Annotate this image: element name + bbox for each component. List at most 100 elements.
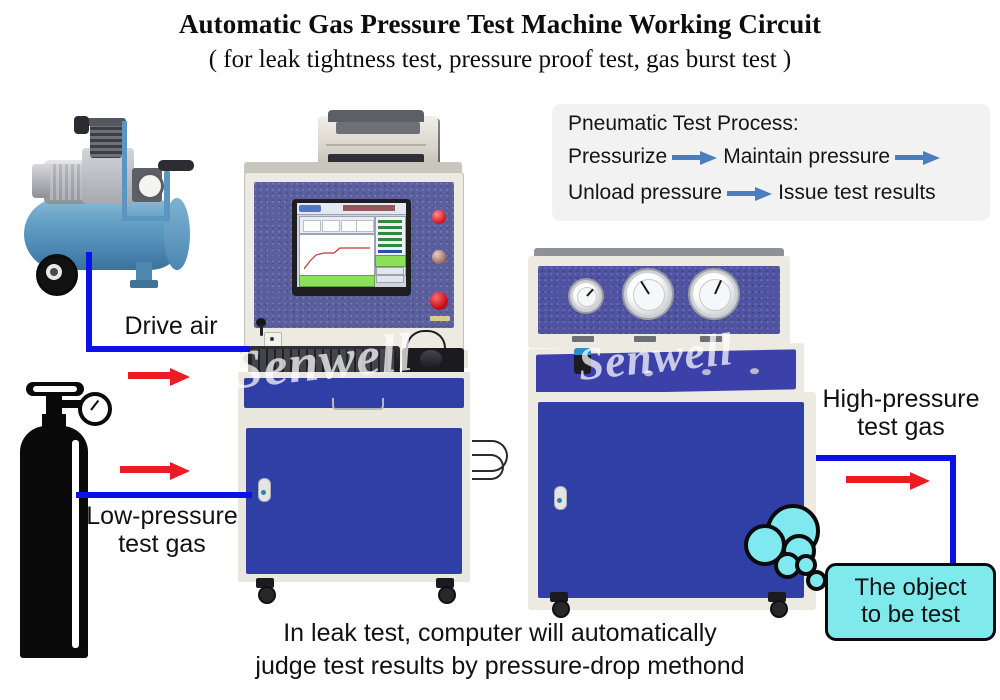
software-pressure-chart bbox=[299, 234, 375, 276]
compressor-cylinder-top bbox=[86, 118, 126, 126]
cylinder-valve-arm bbox=[58, 400, 92, 408]
caster-wheel bbox=[768, 592, 788, 618]
process-step-maintain-pressure: Maintain pressure bbox=[723, 145, 891, 168]
high-pressure-line-horizontal bbox=[816, 455, 956, 461]
status-row bbox=[378, 220, 402, 223]
pressure-gauge-icon bbox=[624, 270, 672, 318]
keyboard-keys[interactable] bbox=[252, 349, 396, 373]
panel-port bbox=[644, 370, 653, 377]
compressor-leg bbox=[136, 262, 152, 284]
compressor-discharge-pipe-lower bbox=[122, 216, 168, 221]
printer-output-tray bbox=[336, 122, 420, 134]
low-pressure-label-line1: Low-pressure bbox=[86, 502, 238, 530]
caster-wheel bbox=[550, 592, 570, 618]
printer-top-cover bbox=[328, 110, 424, 122]
pressure-gauge-icon bbox=[136, 172, 164, 200]
software-screen[interactable] bbox=[297, 203, 406, 287]
status-row bbox=[378, 226, 402, 229]
title-line-1: Automatic Gas Pressure Test Machine Work… bbox=[178, 9, 822, 39]
high-pressure-red-arrow bbox=[846, 472, 932, 490]
software-button[interactable] bbox=[376, 275, 404, 283]
page-title: Automatic Gas Pressure Test Machine Work… bbox=[0, 9, 1000, 75]
air-compressor bbox=[14, 112, 199, 296]
caster-wheel bbox=[256, 578, 276, 604]
process-row-1: Pressurize Maintain pressure bbox=[568, 145, 946, 169]
bench-cabinet-door[interactable] bbox=[246, 428, 462, 574]
chart-curve-icon bbox=[304, 247, 370, 270]
pressure-gauge-icon bbox=[570, 280, 602, 312]
status-row bbox=[378, 250, 402, 253]
status-row bbox=[378, 238, 402, 241]
compressor-air-filter bbox=[74, 116, 89, 134]
compressor-discharge-pipe bbox=[122, 121, 127, 219]
cabinet-door[interactable] bbox=[538, 402, 804, 598]
mouse[interactable] bbox=[420, 350, 442, 368]
bench-drawer[interactable] bbox=[244, 378, 464, 408]
low-pressure-label: Low-pressure test gas bbox=[62, 502, 262, 558]
gauge-cabinet bbox=[528, 248, 818, 618]
cylinder-valve-handle-inner bbox=[33, 386, 77, 392]
usb-hub-led bbox=[270, 337, 274, 341]
low-pressure-line bbox=[76, 492, 252, 498]
printer-seam bbox=[326, 144, 426, 146]
process-step-unload-pressure: Unload pressure bbox=[568, 181, 723, 204]
drive-air-red-arrow bbox=[128, 368, 190, 386]
compressor-wheel-hub bbox=[50, 268, 58, 276]
control-label-plate bbox=[430, 316, 450, 321]
cylinder-neck bbox=[42, 414, 66, 430]
bubble bbox=[806, 570, 827, 591]
high-pressure-label: High-pressure test gas bbox=[806, 385, 996, 441]
gauge-label-plate bbox=[572, 336, 594, 342]
pressure-gauge-icon bbox=[78, 392, 112, 426]
object-to-test-label: The object to be test bbox=[854, 574, 967, 629]
arrow-right-icon bbox=[895, 151, 941, 165]
panel-port bbox=[750, 368, 759, 375]
drive-air-line-vertical bbox=[86, 252, 92, 352]
test-bench bbox=[196, 110, 521, 610]
caster-wheel bbox=[436, 578, 456, 604]
low-pressure-red-arrow bbox=[120, 462, 192, 480]
drive-air-label: Drive air bbox=[124, 312, 218, 340]
software-title-text bbox=[343, 205, 395, 211]
cylinder-highlight bbox=[72, 440, 79, 648]
title-line-2: ( for leak tightness test, pressure proo… bbox=[208, 45, 792, 73]
emergency-stop-button[interactable] bbox=[430, 292, 448, 310]
process-step-pressurize: Pressurize bbox=[568, 145, 668, 168]
arrow-right-icon bbox=[727, 187, 773, 201]
high-pressure-line-vertical bbox=[950, 455, 956, 573]
software-status-bar bbox=[299, 275, 375, 287]
process-step-issue-results: Issue test results bbox=[778, 181, 936, 204]
drive-air-line-horizontal bbox=[86, 346, 250, 352]
cabinet-lock-keyhole bbox=[261, 490, 266, 495]
high-pressure-label-line2: test gas bbox=[857, 413, 945, 441]
software-gauge bbox=[303, 220, 321, 232]
status-row bbox=[378, 232, 402, 235]
process-row-2: Unload pressure Issue test results bbox=[568, 181, 936, 205]
gas-cylinder bbox=[8, 378, 112, 670]
drawer-handle[interactable] bbox=[332, 398, 384, 410]
process-heading: Pneumatic Test Process: bbox=[568, 112, 799, 135]
compressor-cylinder-head bbox=[90, 124, 122, 158]
key-switch[interactable] bbox=[432, 250, 446, 264]
valve-knob[interactable] bbox=[574, 348, 591, 374]
software-gauge bbox=[356, 220, 374, 232]
software-button[interactable] bbox=[376, 267, 404, 275]
software-result-indicator bbox=[375, 255, 406, 267]
cable bbox=[260, 324, 263, 336]
compressor-motor-endcap bbox=[32, 164, 50, 198]
object-label-line1: The object bbox=[854, 574, 967, 602]
object-label-line2: to be test bbox=[861, 601, 960, 628]
gauge-label-plate bbox=[634, 336, 656, 342]
software-gauge-row bbox=[299, 216, 375, 234]
indicator-lamp bbox=[432, 210, 446, 224]
low-pressure-label-line2: test gas bbox=[118, 530, 206, 558]
caption-line-2: judge test results by pressure-drop meth… bbox=[255, 651, 745, 680]
high-pressure-label-line1: High-pressure bbox=[822, 385, 980, 413]
pressure-gauge-icon bbox=[690, 270, 738, 318]
hose-loop bbox=[472, 454, 504, 480]
compressor-outlet-riser bbox=[164, 170, 170, 222]
compressor-foot bbox=[130, 280, 158, 288]
compressor-handle bbox=[158, 160, 194, 171]
software-gauge bbox=[322, 220, 340, 232]
object-to-test-box: The object to be test bbox=[825, 563, 996, 641]
